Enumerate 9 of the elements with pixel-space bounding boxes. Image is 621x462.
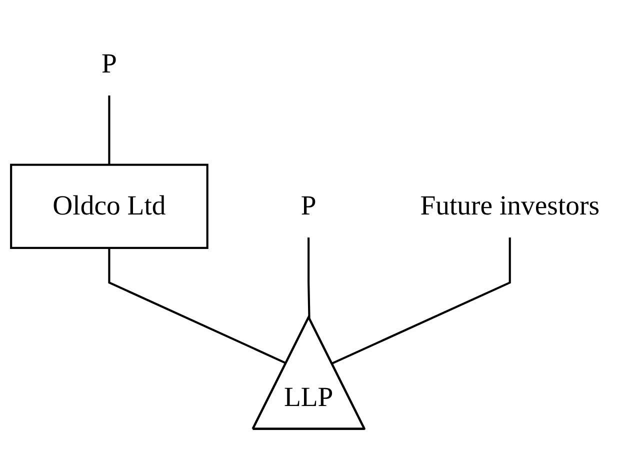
- connector-line: [332, 238, 511, 364]
- entity-triangle: LLP: [252, 316, 366, 430]
- node-label: P: [102, 49, 117, 80]
- node-label: P: [300, 191, 316, 222]
- connector-line: [308, 238, 310, 318]
- connector-line: [108, 96, 110, 165]
- entity-box: Oldco Ltd: [10, 164, 208, 249]
- node-label: Future investors: [420, 191, 600, 222]
- connector-line: [108, 248, 287, 364]
